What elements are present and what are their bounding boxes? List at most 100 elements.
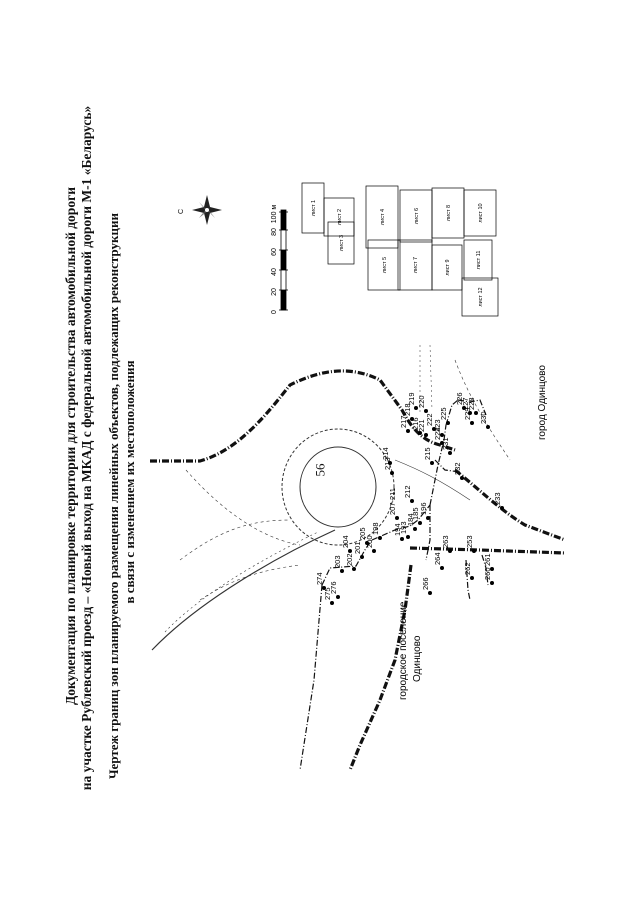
survey-point-dot [470, 576, 474, 580]
survey-point-label: 218 [403, 403, 412, 416]
compass-north-label: С [178, 209, 185, 214]
survey-point-dot [490, 567, 494, 571]
survey-point-dot [400, 537, 404, 541]
scale-bar [280, 209, 287, 311]
sheet-box [461, 277, 499, 317]
survey-point-dot [340, 569, 344, 573]
survey-point-dot [406, 535, 410, 539]
scale-tick-label: 20 [271, 288, 278, 296]
survey-point-dot [460, 476, 464, 480]
survey-point-label: 207-211 [388, 488, 397, 515]
survey-point-dot [448, 451, 452, 455]
survey-point-label: 264 [433, 552, 442, 565]
survey-point-dot [336, 595, 340, 599]
survey-point-label: 200 [365, 535, 374, 548]
settlement-label-line2: Одинцово [412, 635, 423, 682]
survey-point-dot [468, 411, 472, 415]
sheet-label: лист 2 [337, 209, 343, 225]
survey-point-dot [430, 461, 434, 465]
sheet-box [365, 185, 399, 249]
survey-point-label: 214 [381, 447, 390, 460]
sheet-label: лист 7 [413, 257, 419, 273]
survey-point-label: 233 [493, 492, 502, 505]
survey-point-label: 227 [461, 397, 470, 410]
sheet-box [367, 239, 401, 291]
survey-point-dot [424, 433, 428, 437]
survey-point-label: 228 [467, 397, 476, 410]
survey-point-dot [330, 601, 334, 605]
survey-point-label: 263 [441, 535, 450, 548]
sheet-box [431, 244, 463, 291]
scale-tick-label: 80 [271, 228, 278, 236]
survey-point-label: 274 [315, 572, 324, 585]
survey-point-dot [418, 521, 422, 525]
survey-point-label: 276 [329, 581, 338, 594]
survey-point-dot [486, 425, 490, 429]
sheet-label: лист 12 [478, 287, 484, 306]
survey-point-label: 229 [463, 407, 472, 420]
scale-tick-label: 40 [271, 268, 278, 276]
survey-point-dot [440, 566, 444, 570]
sheet-box [323, 197, 355, 237]
survey-point-label: 225 [439, 407, 448, 420]
survey-point-label: 204 [341, 535, 350, 548]
survey-point-label: 260 [483, 567, 492, 580]
survey-point-dot [352, 567, 356, 571]
survey-point-label: 230 [479, 411, 488, 424]
survey-point-label: 215 [423, 447, 432, 460]
survey-point-dot [390, 471, 394, 475]
survey-point-label: 223 [433, 419, 442, 432]
survey-point-dot [414, 406, 418, 410]
survey-point-dot [322, 586, 326, 590]
survey-point-dot [472, 549, 476, 553]
survey-point-label: 198 [371, 522, 380, 535]
survey-point-dot [378, 536, 382, 540]
road-lines [151, 344, 511, 651]
survey-point-label: 184 [406, 513, 415, 526]
survey-point-dot [432, 427, 436, 431]
survey-point-label: 202 [345, 553, 354, 566]
survey-point-dot [448, 549, 452, 553]
sheet-label: лист 1 [311, 200, 317, 216]
survey-point-label: 226 [455, 392, 464, 405]
survey-point-dot [424, 409, 428, 413]
survey-point-dot [440, 441, 444, 445]
sheet-box [463, 189, 497, 237]
network-lines [299, 399, 489, 771]
survey-point-label: 224 [433, 427, 442, 440]
survey-point-dot [388, 461, 392, 465]
survey-point-label: 262 [463, 562, 472, 575]
sheet-box [463, 239, 493, 281]
survey-point-dot [418, 431, 422, 435]
survey-point-dot [440, 433, 444, 437]
survey-point-dot [348, 549, 352, 553]
survey-point-label: 253 [465, 535, 474, 548]
survey-point-label: 220 [417, 395, 426, 408]
survey-point-dot [410, 417, 414, 421]
scale-tick-label: 0 [271, 310, 278, 314]
sheet-label: лист 3 [339, 235, 345, 251]
survey-point-label: 196 [419, 502, 428, 515]
survey-point-label: 231 [441, 437, 450, 450]
settlement-label-line1: городское поселение [398, 601, 409, 700]
sheet-label: лист 5 [382, 257, 388, 273]
survey-point-label: 194 [393, 523, 402, 536]
sheet-label: лист 10 [478, 203, 484, 222]
survey-point-dot [372, 549, 376, 553]
survey-points [322, 406, 504, 605]
compass-rose-icon [192, 195, 222, 225]
survey-point-label: 205 [358, 527, 367, 540]
survey-point-dot [500, 506, 504, 510]
sheet-label: лист 8 [446, 205, 452, 221]
survey-point-label: 222 [425, 413, 434, 426]
survey-point-label: 212 [403, 485, 412, 498]
city-label: город Одинцово [537, 365, 548, 440]
roundabout [281, 428, 395, 546]
sheet-label: лист 4 [380, 209, 386, 225]
survey-point-dot [426, 516, 430, 520]
scale-tick-label: 60 [271, 248, 278, 256]
survey-point-dot [490, 581, 494, 585]
scale-tick-label: 100 м [271, 205, 278, 224]
